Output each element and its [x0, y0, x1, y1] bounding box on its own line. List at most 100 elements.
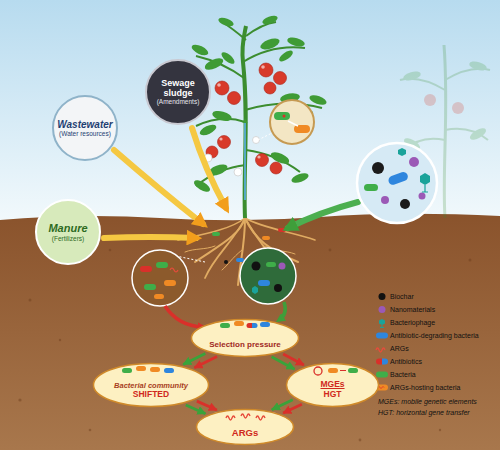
node-text-group: MGEsHGT [285, 362, 380, 408]
rhizosphere-insets [132, 250, 188, 306]
node-outline [190, 318, 300, 358]
remediation-inset [400, 199, 410, 209]
legend-text: Biochar [390, 293, 414, 300]
legend-entry: Bacteria [390, 368, 416, 381]
root-microbes [212, 232, 220, 236]
faded-plant [424, 94, 436, 106]
remediation-inset [357, 143, 437, 223]
abbreviation-note: HGT: horizontal gene transfer [378, 409, 470, 416]
tomato-plant [211, 109, 233, 123]
transfer-icons [348, 368, 358, 373]
node-shape [192, 320, 299, 357]
faded-plant [402, 60, 488, 152]
community-icons [150, 367, 160, 372]
node-text-group: Manure(Fertilizers) [34, 198, 102, 266]
legend-icons [376, 333, 388, 339]
root-microbes [224, 260, 228, 264]
legend-icons [376, 359, 382, 365]
root-microbes [278, 228, 286, 232]
flow-arrow [283, 404, 302, 413]
tomato-plant [203, 56, 225, 73]
legend-icons [382, 359, 388, 365]
tomato-plant [243, 47, 305, 62]
tomato-plant [234, 168, 242, 176]
node-subtitle: (Fertilizers) [52, 235, 85, 242]
faded-plant [468, 126, 488, 142]
tomato-plant [217, 16, 234, 28]
tomato-plant [219, 137, 222, 140]
leaf-microbe-inset [258, 100, 314, 144]
node-title: Manure [48, 222, 87, 234]
rhizosphere-insets [252, 286, 258, 294]
legend-text: ARGs-hosting bacteria [390, 384, 460, 391]
node-text-group: Bacterial communitySHIFTED [92, 362, 210, 408]
rhizosphere-insets [154, 294, 164, 299]
rhizosphere-insets [240, 248, 296, 304]
tomato-plant [198, 123, 218, 138]
process-ellipse: ARGs [195, 408, 295, 446]
transfer-icons [314, 367, 358, 375]
faded-plant [400, 69, 490, 150]
tomato-plant [190, 14, 328, 194]
legend-text: Antibiotics [390, 358, 422, 365]
legend-icons [380, 325, 384, 328]
legend-entry: Biochar [390, 290, 414, 303]
tomato-plant [290, 171, 310, 185]
rhizosphere-insets [170, 268, 178, 272]
legend-entry: ARGs [390, 342, 409, 355]
process-ellipse: Selection pressure [190, 318, 300, 358]
legend-entry: Bacteriophage [390, 316, 435, 329]
legend-icons [379, 319, 385, 325]
legend-text: ARGs [390, 345, 409, 352]
flow-arrow [186, 405, 206, 414]
remediation-inset [420, 173, 430, 185]
source-circle: Manure(Fertilizers) [34, 198, 102, 266]
remediation-inset [364, 184, 378, 191]
tomato-plant [220, 50, 237, 66]
soil-specks [359, 439, 362, 442]
args-icons [241, 414, 250, 418]
soil-specks [469, 259, 472, 262]
node-subtitle: (Water resources) [59, 130, 111, 137]
abbreviation-note: MGEs: mobile genetic elements [378, 398, 477, 405]
tomato-plant [217, 65, 265, 158]
leaf-microbe-inset [294, 125, 310, 133]
transfer-icons [328, 368, 338, 373]
tomato-plant [244, 120, 246, 200]
tomato-plant [270, 162, 282, 174]
legend-text: Bacteriophage [390, 319, 435, 326]
node-text-group: Selection pressure [190, 318, 300, 358]
tomato-plant [259, 63, 273, 77]
args-icons [256, 416, 265, 420]
faded-plant [402, 70, 421, 82]
node-subtitle: (Amendments) [157, 98, 200, 105]
legend-text: Antibiotic-degrading bacteria [390, 332, 479, 339]
leaf-microbe-inset [270, 100, 314, 144]
selection-icons [247, 323, 253, 328]
tomato-plant [204, 137, 260, 177]
selection-icons [260, 322, 270, 327]
root-microbes [262, 236, 270, 240]
tomato-plant [196, 22, 322, 186]
rhizosphere-insets [165, 306, 203, 327]
community-icons [164, 368, 174, 373]
remediation-inset [398, 148, 406, 156]
soil-specks [109, 249, 112, 252]
node-shape [36, 200, 100, 264]
tomato-plant [261, 65, 265, 69]
community-icons [136, 366, 146, 371]
node-subtitle: SHIFTED [133, 390, 169, 400]
soil-specks [439, 429, 441, 431]
tomato-plant [190, 43, 210, 58]
legend-icons [379, 293, 386, 300]
remediation-inset [419, 193, 426, 200]
rhizosphere-insets [279, 263, 286, 270]
source-circle: Wastewater(Water resources) [51, 94, 119, 162]
leaf-microbe-inset [274, 112, 290, 120]
tomato-plant [308, 93, 328, 107]
leaf-microbe-inset [283, 115, 286, 118]
